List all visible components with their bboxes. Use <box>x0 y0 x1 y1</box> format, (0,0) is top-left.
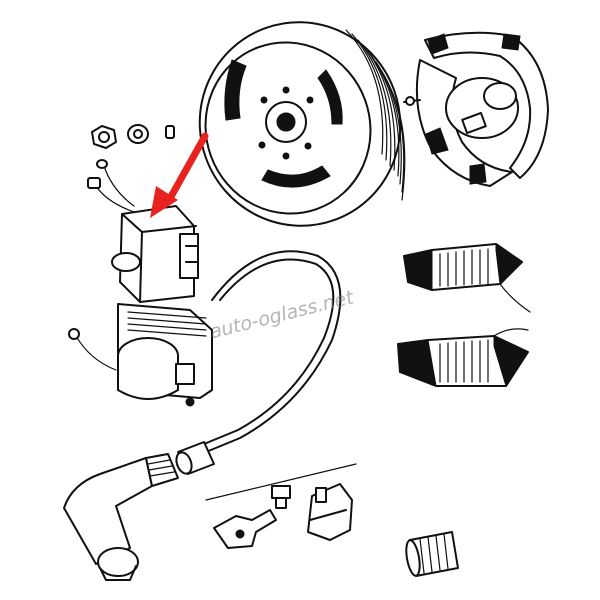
highlight-arrow <box>150 132 209 218</box>
cdi-unit <box>87 159 199 303</box>
breaker-screw <box>271 485 291 509</box>
stator-plate <box>403 31 549 187</box>
woodruff-key <box>165 125 175 139</box>
ignition-coil <box>68 303 213 407</box>
spark-plug-cap <box>63 453 179 581</box>
contact-breaker <box>205 463 357 549</box>
washer <box>127 124 149 144</box>
breaker-bracket <box>307 483 353 541</box>
lighting-coil-upper <box>403 243 531 313</box>
lighting-coil-lower <box>397 328 529 388</box>
spacer-sleeve <box>405 531 459 577</box>
suppressor <box>175 441 215 475</box>
hv-lead <box>203 250 342 453</box>
nut <box>91 125 117 149</box>
watermark-text: auto-oglass.net <box>208 286 358 343</box>
flywheel-rotor <box>198 21 406 227</box>
